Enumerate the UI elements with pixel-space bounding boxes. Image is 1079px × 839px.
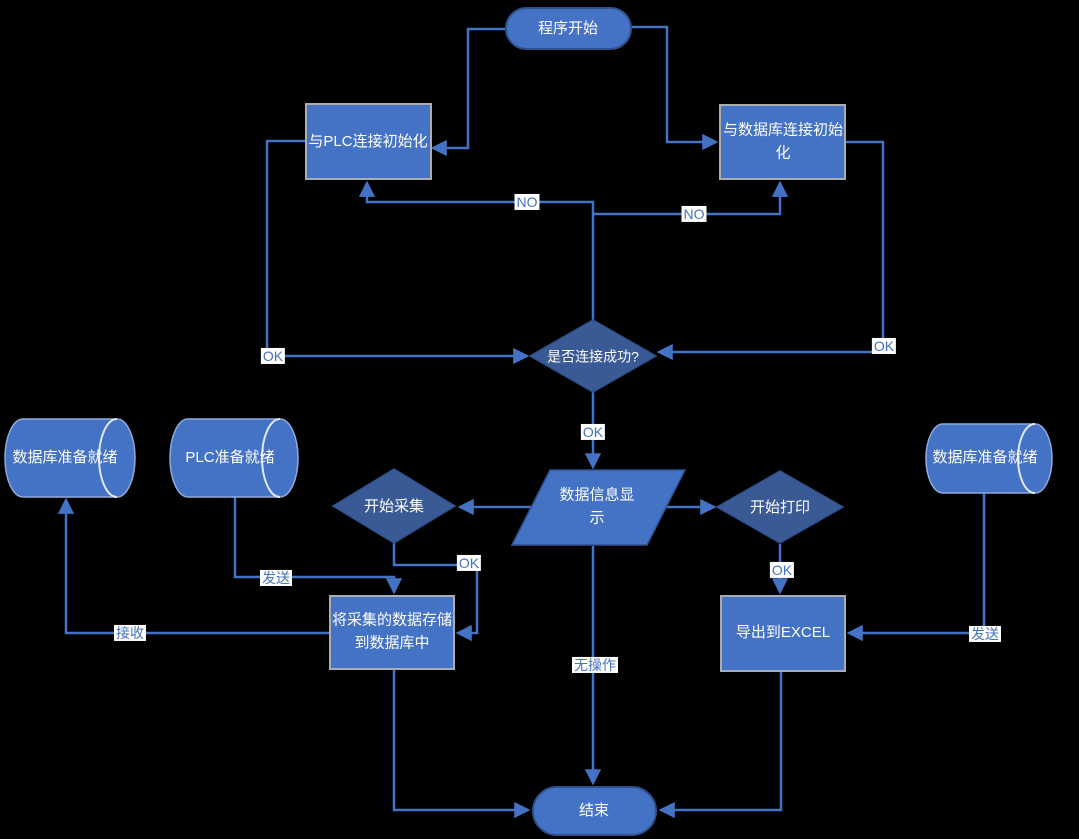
process-db-init-shape <box>719 104 846 180</box>
node-data-display-label: 数据信息显示 <box>559 486 635 527</box>
node-start-label: 程序开始 <box>537 19 598 37</box>
connector-db-ready-send-to-export <box>846 493 986 642</box>
edge-label-send-db: 发送 <box>969 625 1001 643</box>
connector-store-receive-to-db-ready <box>57 497 329 635</box>
node-store-data-label: 将采集的数据存储到数据库中 <box>331 611 452 652</box>
node-end-label: 结束 <box>578 801 609 819</box>
cylinder-db-ready-left-rim <box>98 418 118 498</box>
process-plc-init-shape <box>305 103 432 180</box>
decision-connect-success-shape <box>528 319 658 393</box>
node-plc-ready-label: PLC准备就绪 <box>185 448 275 466</box>
decision-start-collect-shape <box>331 468 457 544</box>
connector-decision-no-to-db-init <box>593 180 789 216</box>
edge-label-no-left: NO <box>514 193 540 211</box>
edge-label-ok-print: OK <box>769 561 795 579</box>
edge-label-ok-middle: OK <box>580 423 606 441</box>
node-export-excel-label: 导出到EXCEL <box>735 623 831 641</box>
node-db-ready-left-label: 数据库准备就绪 <box>12 448 118 466</box>
cylinder-db-ready-right-rim <box>1017 423 1036 494</box>
edge-label-ok-collect: OK <box>456 554 482 572</box>
connector-plc-init-ok-to-decision <box>265 139 530 365</box>
connector-start-to-plc-init <box>430 27 505 157</box>
edge-label-no-action: 无操作 <box>572 656 618 674</box>
connector-export-to-end <box>658 672 783 819</box>
edge-label-ok-left: OK <box>260 347 286 365</box>
decision-start-print-shape <box>715 470 845 544</box>
connector-store-to-end <box>392 670 531 819</box>
connector-db-init-ok-to-decision <box>656 140 885 361</box>
node-connect-ok-label: 是否连接成功? <box>547 348 639 365</box>
edge-label-send-plc: 发送 <box>260 569 292 587</box>
cylinder-plc-ready-rim <box>261 418 281 498</box>
node-plc-init-label: 与PLC连接初始化 <box>308 132 428 150</box>
process-store-data-shape <box>329 595 455 670</box>
io-data-display-shape <box>510 469 687 546</box>
edge-label-receive: 接收 <box>114 624 146 642</box>
process-export-excel-shape <box>720 595 846 672</box>
node-start-print-label: 开始打印 <box>749 498 810 516</box>
edge-label-ok-right: OK <box>871 337 897 355</box>
connector-start-to-db-init <box>632 25 719 151</box>
connector-plc-ready-send-to-store <box>233 496 403 595</box>
terminator-end-shape <box>532 786 657 836</box>
edge-label-no-right: NO <box>681 205 707 223</box>
node-db-init-label: 与数据库连接初始化 <box>722 121 843 162</box>
terminator-start-shape <box>505 7 632 50</box>
node-start-collect-label: 开始采集 <box>363 497 424 515</box>
connector-decision-no-to-plc-init <box>358 180 595 321</box>
node-db-ready-right-label: 数据库准备就绪 <box>932 448 1038 466</box>
